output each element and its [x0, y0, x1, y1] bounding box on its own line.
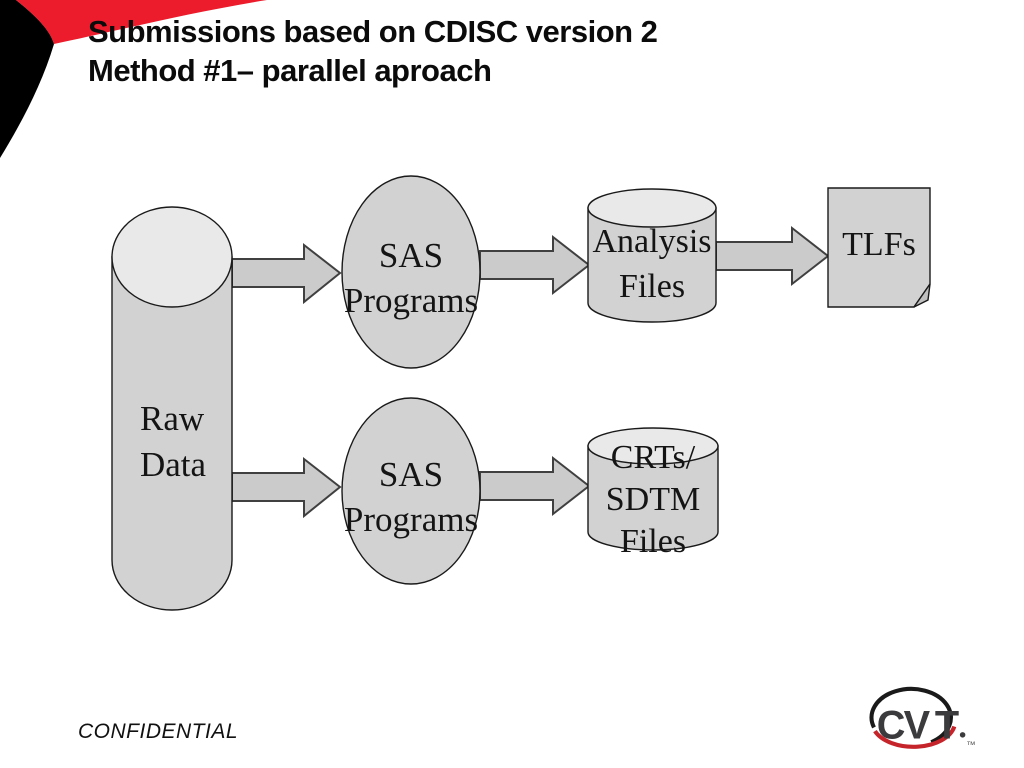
black-corner-shape	[0, 0, 54, 158]
sas-programs-top-label: SAS Programs	[343, 236, 479, 320]
tlfs-document-fold	[913, 283, 931, 308]
raw-data-label: Raw Data	[140, 399, 207, 484]
analysis-files-cylinder-top	[587, 188, 717, 228]
analysis-files-label: Analysis Files	[592, 223, 712, 305]
cvt-logo: CV T ™	[869, 686, 976, 750]
sas-programs-top-ellipse	[341, 175, 481, 369]
slide-title: Submissions based on CDISC version 2 Met…	[88, 14, 658, 88]
flow-arrow-sas-bottom-to-crts	[479, 455, 591, 517]
flow-arrow-rawdata-to-sas-top	[231, 242, 342, 305]
sas-programs-bottom-label: SAS Programs	[343, 455, 479, 539]
flow-arrow-analysis-to-tlfs	[715, 225, 830, 287]
crts-sdtm-files-label: CRTs/ SDTM Files	[605, 439, 701, 560]
crts-sdtm-cylinder	[587, 427, 719, 551]
sas-programs-bottom-ellipse	[341, 397, 481, 585]
tlfs-document	[827, 187, 931, 308]
flow-arrow-rawdata-to-sas-bottom	[231, 456, 342, 519]
analysis-files-cylinder	[587, 188, 717, 323]
red-corner-shape	[16, 0, 267, 44]
tlfs-label: TLFs	[842, 226, 916, 263]
flow-arrow-sas-top-to-analysis	[479, 234, 591, 296]
cvt-logo-period	[959, 732, 966, 738]
cvt-logo-black-swoosh	[869, 686, 953, 745]
raw-data-cylinder-top	[111, 206, 233, 308]
corner-decoration	[0, 0, 267, 158]
tm-symbol: ™	[966, 740, 975, 750]
cvt-logo-text-t: T	[935, 704, 959, 748]
raw-data-cylinder	[111, 206, 233, 611]
cvt-logo-red-swoosh	[873, 725, 957, 749]
confidential-label: CONFIDENTIAL	[78, 720, 239, 743]
cvt-logo-text-cv: CV	[877, 704, 931, 748]
crts-sdtm-cylinder-top	[587, 427, 719, 465]
